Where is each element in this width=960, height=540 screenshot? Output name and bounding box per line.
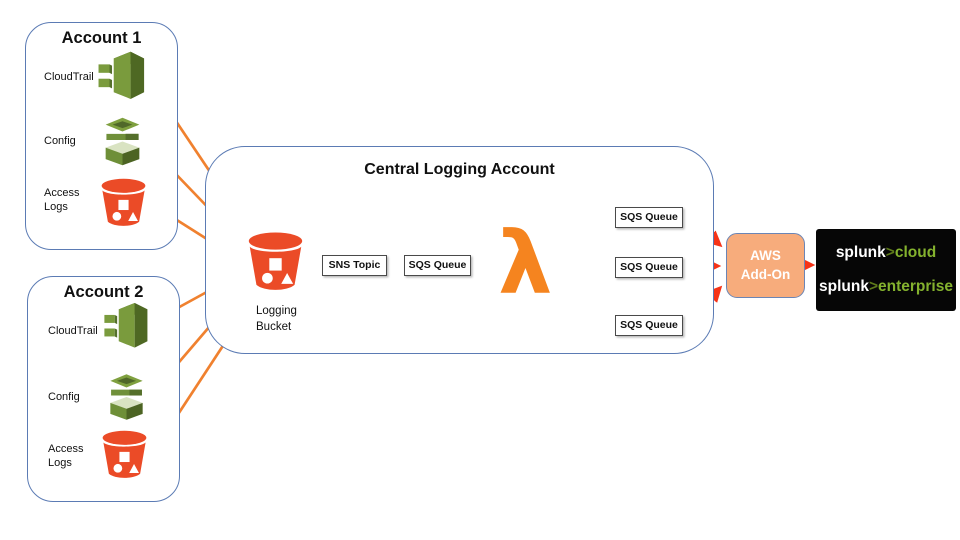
- sns-topic-node: SNS Topic: [322, 255, 387, 276]
- out-sqs-queue-1: SQS Queue: [615, 207, 683, 228]
- account-1-panel: Account 1 CloudTrail Config Access Logs: [25, 22, 178, 250]
- access-logs-label: Access Logs: [48, 443, 84, 470]
- sqs-queue-label: SQS Queue: [408, 259, 467, 271]
- cloudtrail-icon: [104, 302, 148, 348]
- aws-addon-line2: Add-On: [740, 266, 791, 282]
- splunk-gt-glyph: >: [885, 244, 895, 262]
- aws-addon-line1: AWS: [750, 248, 781, 264]
- out-sqs-queue-2: SQS Queue: [615, 257, 683, 278]
- splunk-gt-glyph: >: [868, 277, 879, 295]
- central-logging-title: Central Logging Account: [364, 161, 555, 178]
- splunk-product-text: cloud: [894, 244, 937, 262]
- splunk-enterprise-label: splunk>enterprise: [819, 278, 953, 296]
- cloudtrail-icon: [98, 51, 145, 99]
- account-2-title: Account 2: [63, 283, 144, 301]
- config-label: Config: [48, 391, 80, 403]
- splunk-brand-text: splunk: [819, 277, 869, 295]
- out-sqs-queue-3: SQS Queue: [615, 315, 683, 336]
- logging-bucket-label: Logging Bucket: [256, 305, 297, 333]
- splunk-panel: splunk>cloud splunk>enterprise: [816, 229, 956, 311]
- sqs-queue-label: SQS Queue: [620, 319, 678, 331]
- s3-bucket-icon: [101, 178, 146, 226]
- config-label: Config: [44, 135, 76, 147]
- sqs-queue-label: SQS Queue: [620, 211, 678, 223]
- config-icon: [110, 374, 143, 420]
- access-logs-label: Access Logs: [44, 187, 80, 214]
- sns-topic-label: SNS Topic: [328, 259, 381, 271]
- sqs-queue-node: SQS Queue: [404, 255, 471, 276]
- s3-bucket-icon: [102, 430, 147, 478]
- logging-bucket-icon: [248, 232, 303, 290]
- sqs-queue-label: SQS Queue: [620, 261, 678, 273]
- central-logging-panel: Central Logging Account Logging Bucket S…: [205, 146, 714, 354]
- splunk-cloud-label: splunk>cloud: [836, 244, 936, 262]
- aws-addon-node: AWS Add-On: [726, 233, 805, 298]
- aws-addon-label: AWS Add-On: [741, 247, 791, 283]
- splunk-product-text: enterprise: [878, 277, 953, 295]
- cloudtrail-label: CloudTrail: [44, 71, 94, 83]
- config-icon: [105, 117, 140, 166]
- cloudtrail-label: CloudTrail: [48, 325, 98, 337]
- lambda-icon: λ: [498, 214, 553, 314]
- splunk-brand-text: splunk: [835, 244, 886, 262]
- account-1-title: Account 1: [61, 29, 142, 47]
- account-2-panel: Account 2 CloudTrail Config Access Logs: [27, 276, 180, 502]
